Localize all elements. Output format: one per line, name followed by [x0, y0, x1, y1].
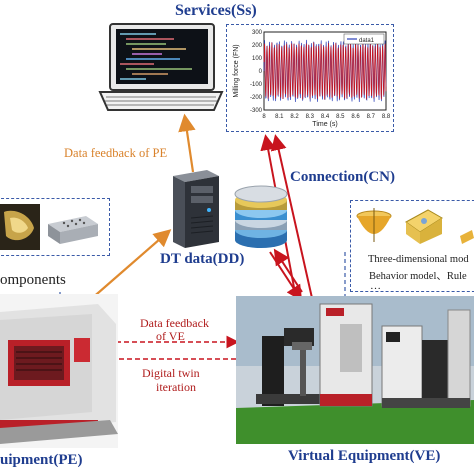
y-tick-label: -200	[250, 95, 263, 101]
x-tick-label: 8.6	[351, 114, 360, 120]
server-tower-icon	[173, 170, 219, 248]
virtual-machine-scene	[236, 296, 474, 444]
x-tick-label: 8.3	[306, 114, 315, 120]
y-tick-label: 0	[259, 69, 263, 75]
series-line-data1	[263, 39, 387, 103]
dt-data-title: DT data(DD)	[160, 251, 245, 267]
x-tick-label: 8.4	[321, 114, 330, 120]
bowl-model-icon	[356, 208, 392, 242]
y-tick-label: 100	[252, 56, 263, 62]
series-line	[263, 42, 387, 100]
connection-title: Connection(CN)	[290, 169, 395, 185]
label-data-feedback-ve-1: Data feedback	[140, 316, 209, 330]
services-chart-box	[226, 24, 394, 132]
label-data-feedback-ve-2: of VE	[156, 329, 185, 343]
virtual-equipment-title: Virtual Equipment(VE)	[288, 448, 441, 464]
partial-model-icon	[460, 230, 474, 244]
physical-equipment-title: uipment(PE)	[0, 452, 83, 468]
y-axis-label: Milling force (FN)	[233, 44, 240, 97]
x-tick-label: 8	[262, 114, 266, 120]
component-part-icon	[0, 204, 40, 250]
x-tick-label: 8.2	[290, 114, 299, 120]
component-fixture-icon	[48, 216, 98, 244]
x-tick-label: 8.5	[336, 114, 345, 120]
behavior-model-label: Behavior model、Rule	[369, 271, 467, 282]
y-tick-label: -100	[250, 82, 263, 88]
legend-label: data1	[359, 38, 375, 44]
x-tick-label: 8.1	[275, 114, 284, 120]
database-icon	[234, 185, 288, 248]
milling-force-chart: data1 300 200 100 0 -100 -200 -300 8 8.1 8.2 8.3 8…	[233, 30, 391, 128]
x-axis-label: Time (s)	[312, 121, 337, 128]
label-digital-twin-1: Digital twin	[142, 366, 200, 380]
services-title: Services(Ss)	[175, 2, 257, 19]
x-tick-label: 8.7	[367, 114, 376, 120]
label-data-feedback-pe: Data feedback of PE	[64, 146, 168, 160]
fixture-model-icon	[405, 209, 443, 244]
components-label: omponents	[0, 272, 66, 288]
ellipsis-label: …	[370, 280, 381, 292]
physical-machine-image	[0, 294, 118, 448]
components-box	[0, 198, 110, 256]
y-tick-label: 200	[252, 43, 263, 49]
models-box	[350, 200, 474, 292]
computer-monitor-icon	[98, 23, 224, 111]
y-tick-label: -300	[250, 108, 263, 114]
label-digital-twin-2: iteration	[156, 380, 196, 394]
y-tick-label: 300	[252, 30, 263, 36]
three-dim-model-label: Three-dimensional mod	[368, 254, 469, 265]
x-tick-label: 8.8	[382, 114, 391, 120]
